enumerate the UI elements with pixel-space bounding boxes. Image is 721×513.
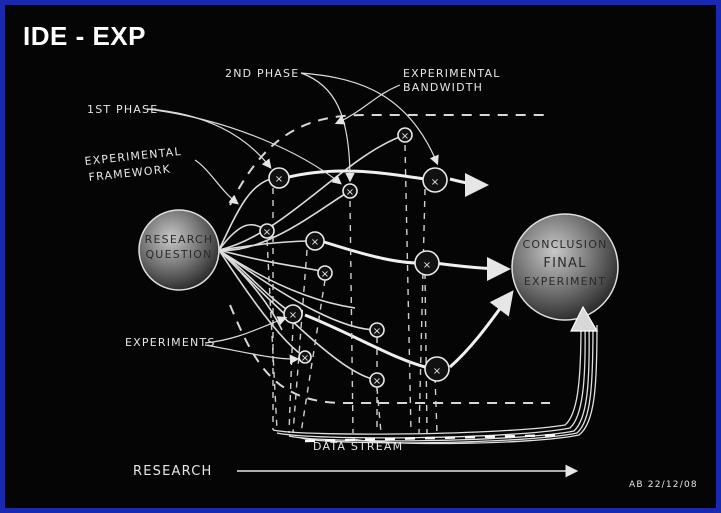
svg-text:×: × xyxy=(373,326,381,337)
conclusion-node: CONCLUSION FINAL EXPERIMENT xyxy=(511,213,619,321)
research-question-label-2: QUESTION xyxy=(145,248,212,261)
svg-text:×: × xyxy=(275,174,283,185)
svg-text:×: × xyxy=(346,187,354,198)
experiment-node xyxy=(305,231,325,251)
svg-text:×: × xyxy=(289,310,297,321)
experiment-node xyxy=(422,167,448,193)
svg-text:×: × xyxy=(423,260,431,271)
label-experiments: EXPERIMENTS xyxy=(125,336,216,349)
research-question-label-1: RESEARCH xyxy=(145,233,214,246)
svg-text:×: × xyxy=(431,177,439,188)
label-first-phase: 1ST PHASE xyxy=(87,103,158,116)
bandwidth-lower-dashed xyxy=(229,304,550,404)
experiment-node xyxy=(317,265,333,281)
svg-text:×: × xyxy=(321,269,329,280)
sketch-diagram: RESEARCH QUESTION CONCLUSION FINAL EXPER… xyxy=(84,67,698,490)
research-question-node: RESEARCH QUESTION xyxy=(138,209,220,291)
stream-arrowhead xyxy=(570,305,599,332)
label-bandwidth-1: EXPERIMENTAL xyxy=(403,67,501,80)
svg-text:×: × xyxy=(263,227,271,238)
conclusion-label-3: EXPERIMENT xyxy=(524,275,606,288)
experiment-node xyxy=(342,183,358,199)
label-bandwidth-2: BANDWIDTH xyxy=(403,81,483,94)
data-stream-dashes xyxy=(304,433,566,443)
experiment-node xyxy=(369,372,385,388)
label-data-stream: DATA STREAM xyxy=(313,440,403,453)
experiment-node xyxy=(369,322,385,338)
svg-text:×: × xyxy=(401,131,409,142)
svg-text:×: × xyxy=(301,353,309,364)
experiment-node-marks: × × × × × × × × × × × × × xyxy=(263,131,441,387)
svg-text:×: × xyxy=(373,376,381,387)
conclusion-label-2: FINAL xyxy=(543,256,586,271)
data-stream-bundle xyxy=(272,324,598,445)
bandwidth-upper-dashed xyxy=(229,114,545,206)
experiment-nodes xyxy=(259,127,450,388)
experiment-node xyxy=(259,223,275,239)
diagram-title: IDE - EXP xyxy=(23,21,146,51)
main-flows xyxy=(284,169,514,370)
experiment-node xyxy=(414,250,440,276)
svg-text:×: × xyxy=(433,366,441,377)
experiment-node xyxy=(283,304,303,324)
conclusion-label-1: CONCLUSION xyxy=(523,238,608,251)
svg-text:×: × xyxy=(311,237,319,248)
signature: AB 22/12/08 xyxy=(629,480,698,490)
experiment-node xyxy=(424,356,450,382)
experiment-node xyxy=(397,127,413,143)
label-second-phase: 2ND PHASE xyxy=(225,67,299,80)
experiment-node xyxy=(268,167,290,189)
label-research: RESEARCH xyxy=(133,464,212,479)
